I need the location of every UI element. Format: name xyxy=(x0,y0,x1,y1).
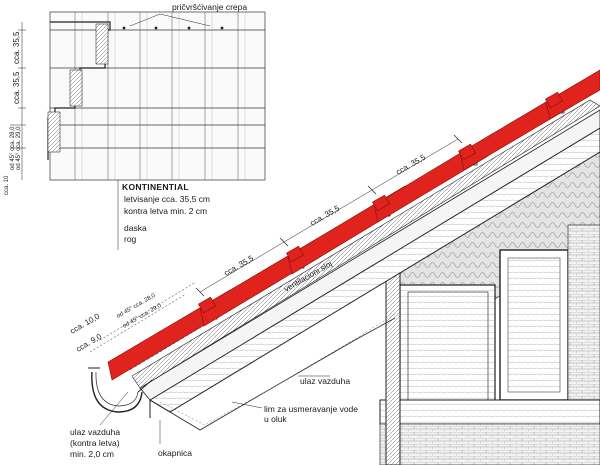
slope-dimensions xyxy=(89,134,463,353)
slope-dim-3: cca. 35,5 xyxy=(395,152,428,176)
top-dim-290: od 45° cca. 29,0 xyxy=(16,126,22,170)
gutter xyxy=(88,367,153,413)
label-lim-1: lim za usmeravanje vode xyxy=(264,404,358,414)
label-air-inlet-right: ulaz vazduha xyxy=(300,376,350,386)
label-okapnica: okapnica xyxy=(158,448,192,458)
top-dim-10: cca. 10 xyxy=(4,175,10,195)
eave-dim-9: cca. 9,0 xyxy=(75,332,104,354)
tile-6 xyxy=(545,69,600,120)
roof-boarding xyxy=(139,109,600,401)
exterior-wall xyxy=(385,261,401,465)
label-air-inlet-1: ulaz vazduha xyxy=(70,427,120,437)
roof-tiles xyxy=(107,69,600,381)
floor-slab xyxy=(379,399,600,425)
label-air-inlet-3: min. 2,0 cm xyxy=(70,449,114,459)
product-line-2: kontra letva min. 2 cm xyxy=(124,206,207,216)
gutter-hook xyxy=(91,371,143,413)
top-dim-355-b: cca. 35,5 xyxy=(12,71,21,104)
roof-layers xyxy=(117,95,600,431)
slope-dim-2: cca. 35,5 xyxy=(309,203,342,227)
label-air-inlet-2: (kontra letva) xyxy=(70,438,120,448)
top-tile-view: pričvršćivanje crepa cca. 35,5 cca. 35,5… xyxy=(4,2,266,195)
product-rog: rog xyxy=(124,234,137,244)
building-section xyxy=(379,149,600,465)
product-line-1: letvisanje cca. 35,5 cm xyxy=(124,194,210,204)
slope-dim-1: cca. 35,5 xyxy=(223,253,256,277)
product-name: KONTINENTIAL xyxy=(122,182,189,192)
label-lim-2: u oluk xyxy=(264,414,287,424)
top-dim-355-a: cca. 35,5 xyxy=(12,31,21,64)
top-view-note: pričvršćivanje crepa xyxy=(172,2,247,12)
top-view-panel xyxy=(49,11,266,181)
product-daska: daska xyxy=(124,223,147,233)
top-dim-280: od 45° cca. 28,0 xyxy=(10,126,16,170)
product-block: KONTINENTIAL letvisanje cca. 35,5 cm kon… xyxy=(117,180,210,250)
counter-batten xyxy=(131,99,600,389)
